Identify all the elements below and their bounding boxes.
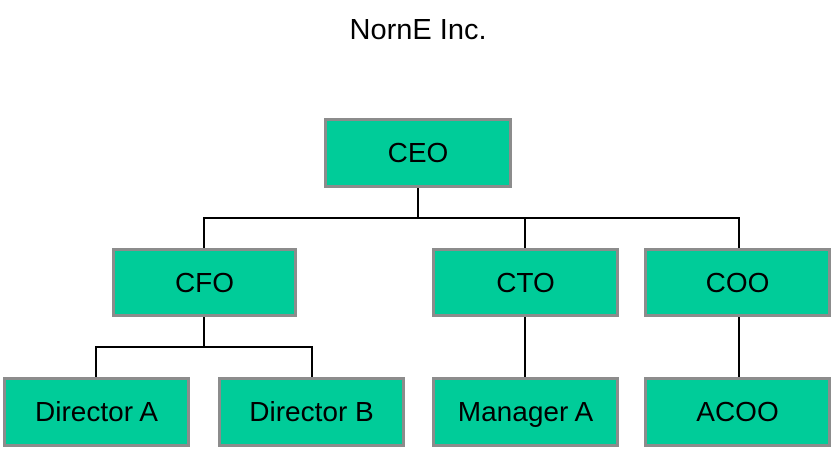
connector-coo-drop: [738, 217, 740, 248]
connector-coo-acoo: [738, 317, 740, 377]
connector-cto-manager-a: [524, 317, 526, 377]
connector-row2-rail: [203, 217, 740, 219]
connector-cto-drop: [524, 217, 526, 248]
org-node-director-a: Director A: [3, 377, 190, 447]
connector-cfo-stem: [203, 317, 205, 347]
org-node-director-b: Director B: [218, 377, 405, 447]
org-node-label: Director B: [249, 396, 374, 427]
connector-cfo-children-rail: [95, 346, 313, 348]
connector-cfo-drop: [203, 217, 205, 248]
org-node-acoo: ACOO: [644, 377, 831, 447]
connector-ceo-stem: [417, 188, 419, 218]
org-node-label: ACOO: [696, 396, 779, 427]
org-node-label: CTO: [496, 266, 555, 298]
connector-director-a-drop: [95, 346, 97, 377]
org-node-label: Manager A: [457, 396, 594, 427]
org-node-ceo: CEO: [324, 118, 512, 188]
org-node-coo: COO: [644, 248, 831, 317]
connector-director-b-drop: [311, 346, 313, 377]
org-node-label: CFO: [174, 266, 235, 298]
org-node-label: COO: [705, 266, 770, 298]
org-node-cfo: CFO: [112, 248, 297, 317]
org-node-manager-a: Manager A: [432, 377, 619, 447]
org-node-label: CEO: [387, 137, 449, 168]
chart-title: NornE Inc.: [349, 14, 487, 46]
org-node-cto: CTO: [432, 248, 619, 317]
org-node-label: Director A: [35, 396, 158, 427]
